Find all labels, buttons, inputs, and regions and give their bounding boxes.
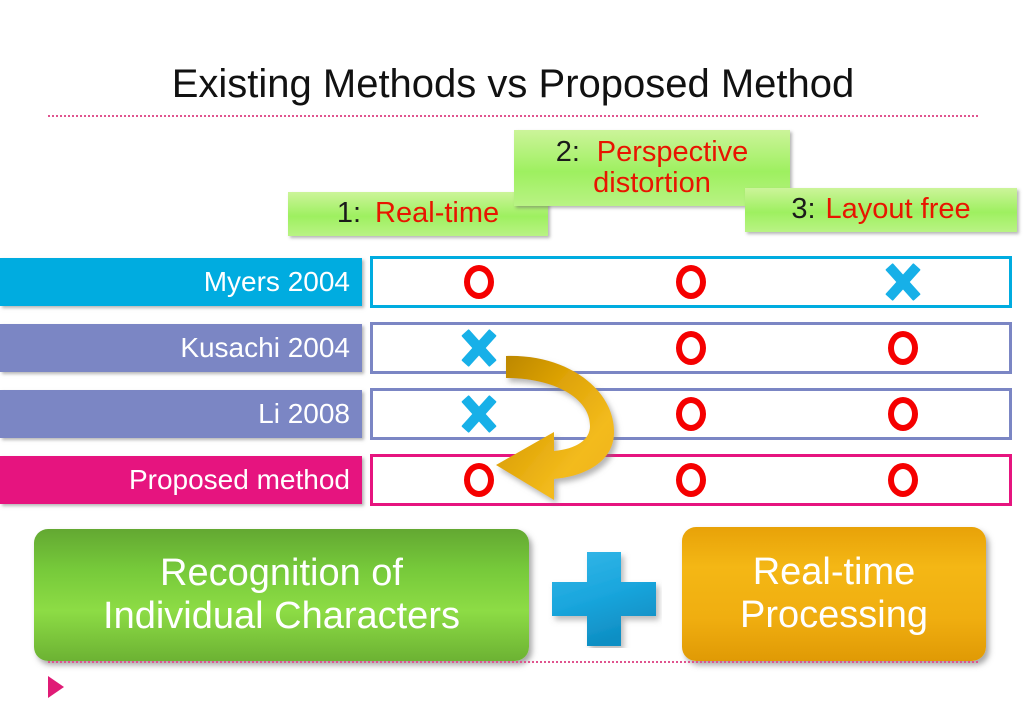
mark-o-icon [888, 331, 918, 365]
criterion-box-1: 1: Real-time [288, 192, 548, 236]
mark-o-icon [464, 463, 494, 497]
mark-x-icon [884, 265, 922, 299]
mark-o-icon [464, 265, 494, 299]
row-label-text: Kusachi 2004 [180, 332, 350, 363]
table-row-proposed [370, 454, 1012, 506]
row-label-text: Li 2008 [258, 398, 350, 429]
callout-realtime-processing: Real-time Processing [682, 527, 986, 661]
row-label-text: Proposed method [128, 464, 350, 495]
cell-li-perspective [585, 391, 797, 437]
title-divider [48, 115, 978, 117]
footer-bullet-triangle-icon [48, 676, 64, 698]
callout-recognition-line1: Recognition of [160, 551, 403, 594]
cell-proposed-realtime [373, 457, 585, 503]
callout-recognition: Recognition of Individual Characters [34, 529, 529, 661]
criterion-box-2: 2: Perspective distortion [514, 130, 790, 206]
footer-divider [48, 661, 978, 663]
mark-x-icon [460, 331, 498, 365]
criterion-2-label-part1: Perspective [596, 135, 749, 168]
cell-proposed-layoutfree [797, 457, 1009, 503]
criterion-1-number: 1: [336, 197, 362, 230]
mark-o-icon [676, 331, 706, 365]
callout-realtime-line2: Processing [740, 594, 928, 636]
table-row-label-kusachi: Kusachi 2004 [0, 324, 362, 372]
cell-kusachi-layoutfree [797, 325, 1009, 371]
cell-kusachi-realtime [373, 325, 585, 371]
criterion-2-label-part2: distortion [593, 167, 711, 199]
table-row-label-myers: Myers 2004 [0, 258, 362, 306]
mark-o-icon [676, 463, 706, 497]
cell-li-layoutfree [797, 391, 1009, 437]
criterion-2-line1: 2: Perspective [555, 135, 749, 168]
cell-proposed-perspective [585, 457, 797, 503]
row-label-text: Myers 2004 [203, 266, 350, 297]
cell-kusachi-perspective [585, 325, 797, 371]
mark-o-icon [676, 397, 706, 431]
callout-recognition-line2: Individual Characters [103, 595, 460, 637]
mark-o-icon [888, 463, 918, 497]
table-row-myers [370, 256, 1012, 308]
table-row-label-li: Li 2008 [0, 390, 362, 438]
table-row-kusachi [370, 322, 1012, 374]
criterion-2-number: 2: [555, 135, 580, 168]
criterion-3-number: 3: [791, 193, 816, 226]
cell-myers-perspective [585, 259, 797, 305]
table-row-label-proposed: Proposed method [0, 456, 362, 504]
mark-x-icon [460, 397, 498, 431]
criterion-1-label: Real-time [375, 197, 500, 230]
criterion-box-3: 3: Layout free [745, 188, 1017, 232]
criterion-3-label: Layout free [825, 193, 971, 226]
callout-realtime-line1: Real-time [752, 550, 916, 593]
mark-o-icon [676, 265, 706, 299]
plus-icon [552, 552, 656, 646]
cell-myers-realtime [373, 259, 585, 305]
table-row-li [370, 388, 1012, 440]
cell-li-realtime [373, 391, 585, 437]
cell-myers-layoutfree [797, 259, 1009, 305]
mark-o-icon [888, 397, 918, 431]
page-title: Existing Methods vs Proposed Method [171, 62, 855, 106]
